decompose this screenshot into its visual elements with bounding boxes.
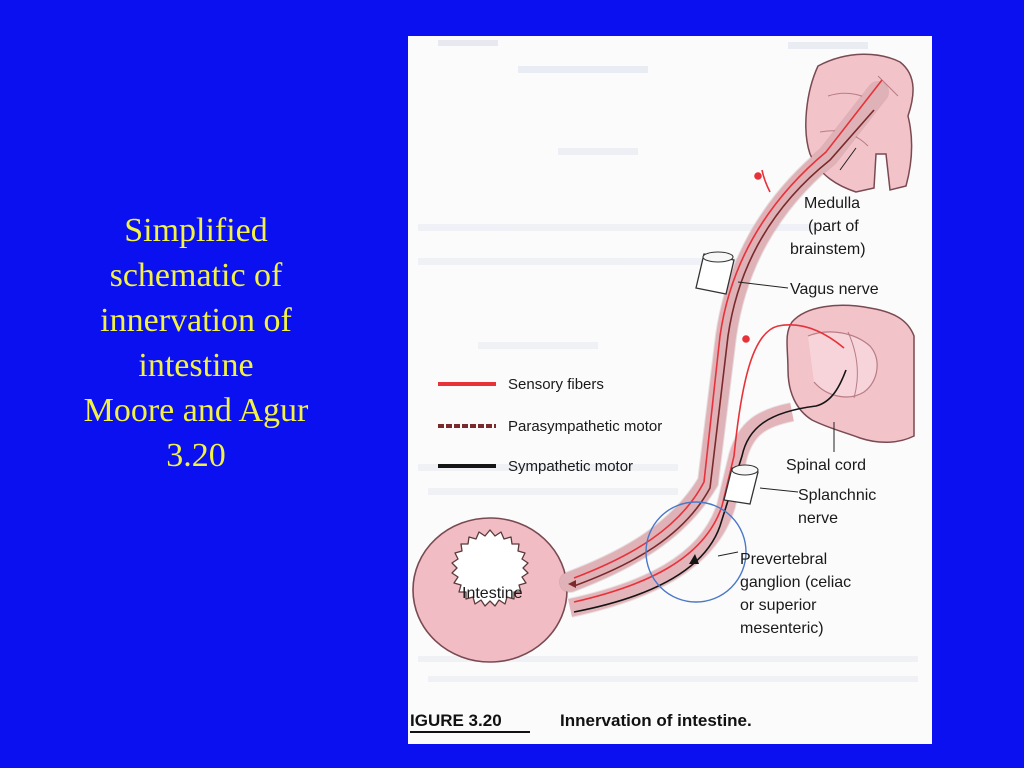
medulla-label: Medulla — [804, 195, 860, 212]
splanchnic-nerve-cuff — [723, 464, 759, 505]
splanchnic-nerve-label-line2: nerve — [798, 510, 838, 527]
ganglion-label: Prevertebral — [740, 551, 827, 568]
slide-text-line: intestine — [138, 347, 254, 384]
ganglion-label-line2: ganglion (celiac — [740, 574, 851, 591]
innervation-diagram: Medulla (part of brainstem) Vagus nerve … — [410, 40, 918, 733]
figure-number: IGURE 3.20 — [410, 711, 502, 730]
ganglion-marker — [689, 554, 699, 564]
medulla-label-line3: brainstem) — [790, 241, 866, 258]
legend-label-parasympathetic: Parasympathetic motor — [508, 418, 662, 435]
vagus-nerve-tube — [559, 81, 889, 593]
figure-title: Innervation of intestine. — [560, 711, 752, 730]
legend-label-sympathetic: Sympathetic motor — [508, 458, 633, 475]
slide-text-line: innervation of — [100, 302, 292, 339]
spinal-cord-label: Spinal cord — [786, 457, 866, 474]
splanchnic-nerve-label: Splanchnic — [798, 487, 876, 504]
prevertebral-ganglion-circle — [645, 501, 747, 603]
intestine-label: Intestine — [462, 585, 523, 602]
slide-text-line: Simplified — [124, 212, 268, 249]
medulla-label-line2: (part of — [808, 218, 859, 235]
spinal-cord-shape — [786, 304, 915, 443]
ganglion-label-line4: mesenteric) — [740, 620, 824, 637]
vagus-nerve-cuff — [695, 251, 735, 295]
background-ghost-text — [418, 40, 918, 682]
sympathetic-fibers — [573, 369, 847, 613]
ganglion-label-line3: or superior — [740, 597, 817, 614]
splanchnic-nerve-tube — [567, 402, 795, 618]
slide-text-line: 3.20 — [166, 437, 226, 474]
leader-lines — [717, 147, 857, 557]
intestine-fiber-marker — [568, 580, 576, 588]
parasympathetic-fibers — [573, 109, 875, 587]
vagus-nerve-label: Vagus nerve — [790, 281, 879, 298]
legend: Sensory fibers Parasympathetic motor Sym… — [438, 376, 662, 475]
slide-text-line: Moore and Agur — [83, 392, 309, 429]
slide-text-line: schematic of — [109, 257, 283, 294]
figure-caption: IGURE 3.20 Innervation of intestine. — [410, 711, 752, 733]
innervation-figure: Medulla (part of brainstem) Vagus nerve … — [408, 36, 932, 744]
legend-label-sensory: Sensory fibers — [508, 376, 604, 393]
sensory-fibers — [573, 79, 883, 603]
slide-text-block: Simplified schematic of innervation of i… — [40, 208, 352, 478]
